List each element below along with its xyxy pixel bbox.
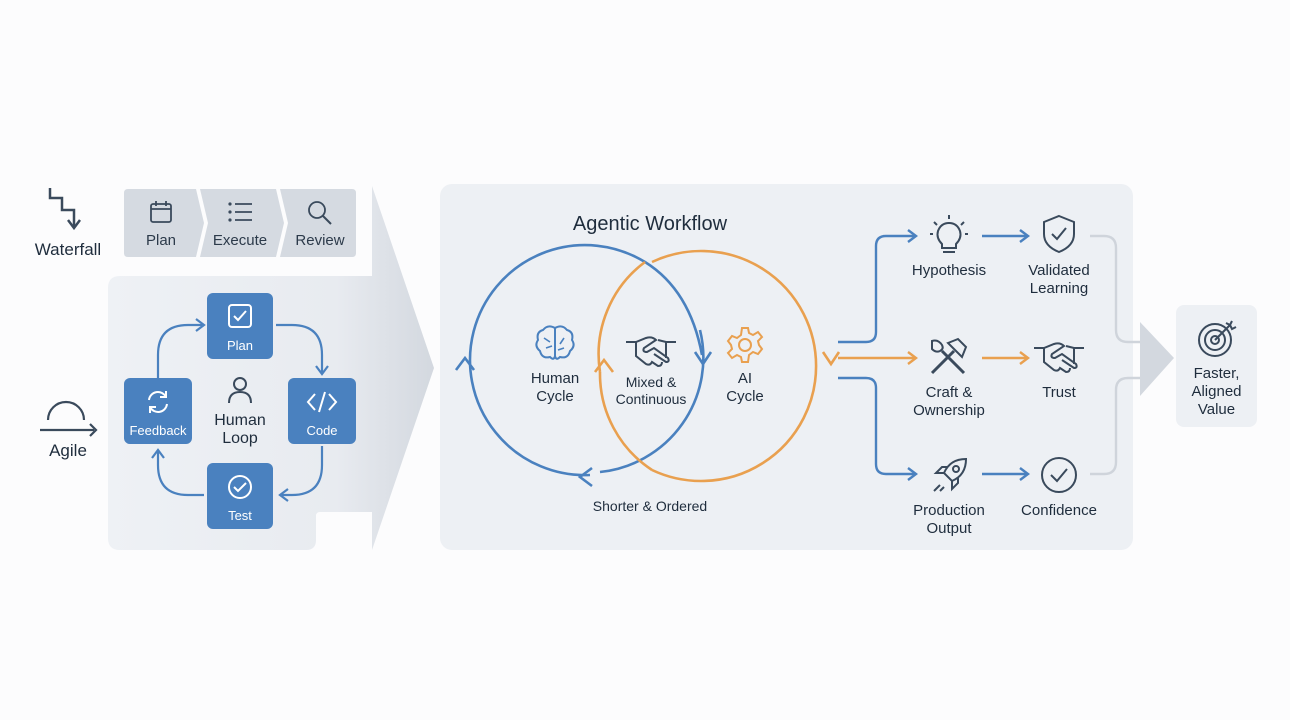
faster-aligned-value-label: Faster, Aligned Value bbox=[1191, 365, 1242, 418]
waterfall-step-review: Review bbox=[295, 232, 345, 249]
waterfall-step-plan: Plan bbox=[145, 232, 177, 249]
handshake-icon bbox=[626, 336, 676, 368]
final-value-box: Faster, Aligned Value bbox=[1176, 305, 1257, 427]
checkbox-icon bbox=[228, 304, 252, 328]
agile-node-code-label: Code bbox=[306, 423, 338, 438]
check-circle-confidence-icon bbox=[1041, 457, 1077, 493]
agile-icon bbox=[40, 400, 98, 437]
handshake-trust-icon bbox=[1034, 342, 1084, 374]
production-output-label: Production Output bbox=[913, 502, 985, 537]
agile-label: Agile bbox=[49, 441, 87, 460]
calendar-icon bbox=[150, 201, 172, 223]
rocket-icon bbox=[933, 457, 968, 492]
brain-icon bbox=[535, 325, 575, 360]
mixed-continuous-label: Mixed & Continuous bbox=[615, 374, 687, 407]
confidence-label: Confidence bbox=[1021, 502, 1097, 519]
waterfall-icon bbox=[48, 188, 81, 231]
target-icon bbox=[1198, 320, 1237, 357]
validated-learning-label: Validated Learning bbox=[1028, 262, 1090, 297]
code-icon bbox=[306, 391, 338, 413]
shield-icon bbox=[1043, 214, 1075, 254]
refresh-icon bbox=[148, 391, 168, 413]
human-loop-label: Human Loop bbox=[214, 412, 266, 447]
check-circle-icon bbox=[228, 475, 252, 499]
agile-node-plan: Plan bbox=[207, 293, 273, 359]
waterfall-chevrons bbox=[124, 189, 356, 257]
tools-icon bbox=[930, 337, 968, 375]
shorter-ordered-label: Shorter & Ordered bbox=[592, 498, 708, 514]
agile-node-code: Code bbox=[288, 378, 356, 444]
agentic-title: Agentic Workflow bbox=[572, 213, 728, 235]
gear-icon bbox=[726, 327, 764, 363]
magnifier-icon bbox=[308, 201, 332, 225]
lightbulb-icon bbox=[930, 215, 968, 253]
agile-node-feedback: Feedback bbox=[124, 378, 192, 444]
hypothesis-label: Hypothesis bbox=[911, 262, 987, 279]
ai-cycle-label: AI Cycle bbox=[726, 370, 764, 405]
agile-node-feedback-label: Feedback bbox=[129, 423, 187, 438]
waterfall-label: Waterfall bbox=[34, 240, 102, 259]
agile-node-test-label: Test bbox=[228, 508, 252, 523]
waterfall-step-execute: Execute bbox=[212, 232, 268, 249]
agile-node-test: Test bbox=[207, 463, 273, 529]
agile-node-plan-label: Plan bbox=[226, 338, 254, 353]
trust-label: Trust bbox=[1042, 384, 1076, 401]
human-cycle-label: Human Cycle bbox=[530, 370, 580, 405]
craft-ownership-label: Craft & Ownership bbox=[913, 384, 985, 419]
person-icon bbox=[228, 377, 252, 404]
list-icon bbox=[228, 202, 252, 222]
agentic-panel bbox=[440, 184, 1133, 550]
